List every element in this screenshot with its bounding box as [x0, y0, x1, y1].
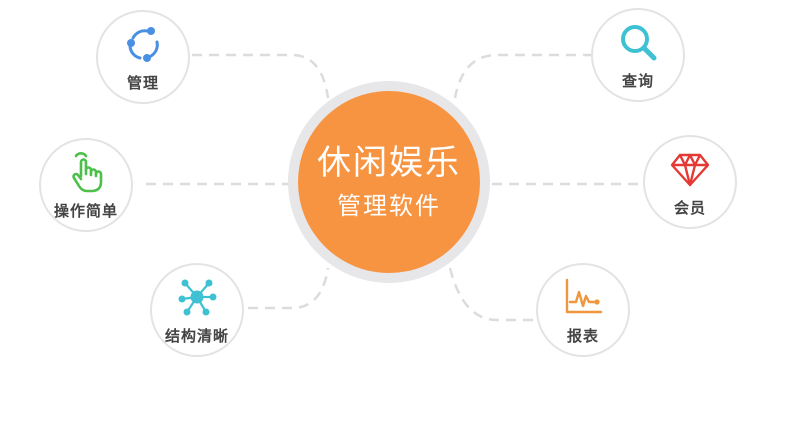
tap-hand-icon [72, 151, 103, 192]
node-label: 操作简单 [53, 201, 118, 220]
search-icon [621, 24, 657, 60]
node-manage[interactable]: 管理 [96, 10, 190, 104]
center-hub: 休闲娱乐 管理软件 [298, 91, 480, 273]
node-query[interactable]: 查询 [591, 8, 685, 102]
node-label: 管理 [126, 73, 159, 92]
node-report[interactable]: 报表 [536, 263, 630, 357]
cycle-arrows-icon [127, 26, 159, 62]
node-label: 查询 [621, 71, 654, 90]
center-title: 休闲娱乐 [317, 143, 461, 183]
node-label: 会员 [673, 198, 706, 217]
node-label: 结构清晰 [164, 326, 229, 345]
node-member[interactable]: 会员 [643, 135, 737, 229]
connector-structure [248, 267, 330, 310]
node-structure[interactable]: 结构清晰 [150, 263, 244, 357]
connector-report [448, 267, 533, 322]
connector-manage [192, 53, 330, 99]
center-subtitle: 管理软件 [337, 192, 441, 220]
line-chart-icon [565, 278, 603, 313]
node-label: 报表 [566, 326, 599, 345]
connector-query [453, 53, 593, 99]
node-easy-operation[interactable]: 操作简单 [39, 138, 133, 232]
diamond-icon [670, 153, 710, 186]
network-icon [178, 279, 217, 315]
